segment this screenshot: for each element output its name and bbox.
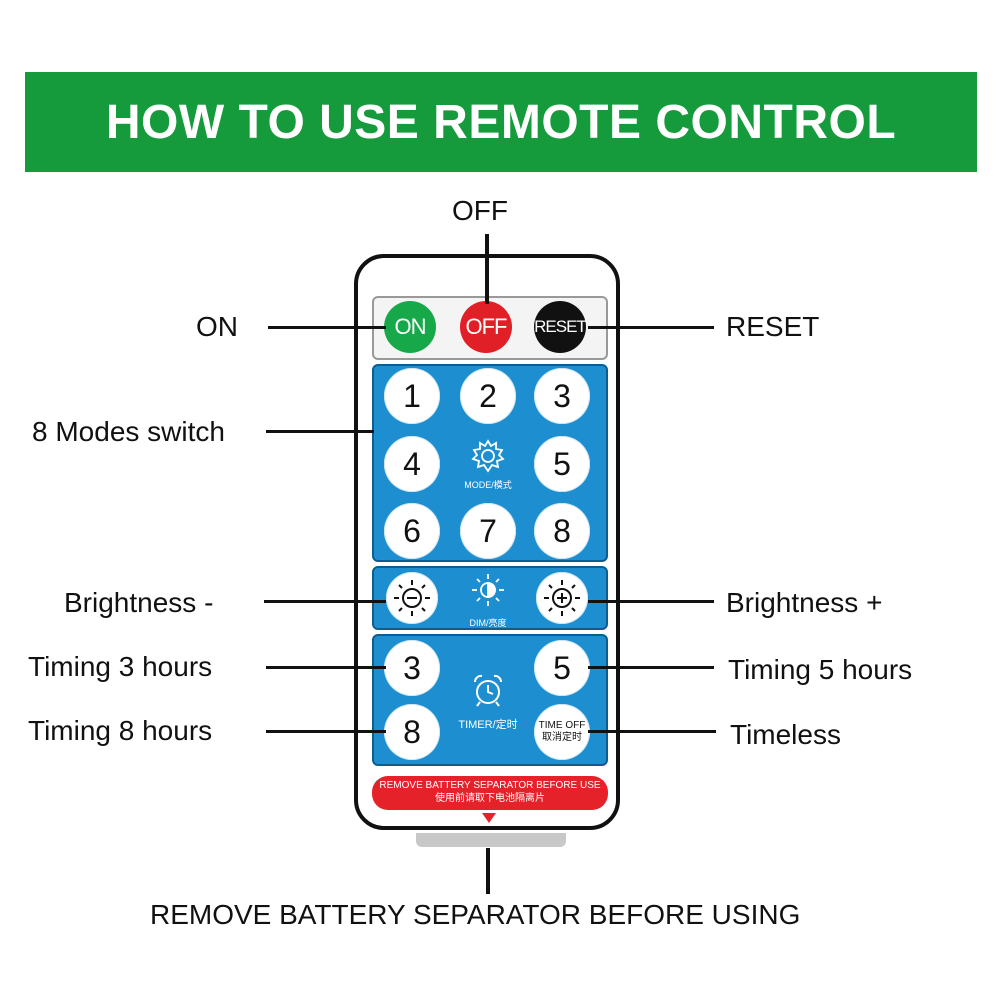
sun-minus-icon [394,580,430,616]
mode-caption: MODE/模式 [464,480,512,490]
label-timing8: Timing 8 hours [28,715,213,746]
reset-callout-line [588,326,714,329]
brightness-plus-callout-line [588,600,714,603]
label-on: ON [196,311,238,342]
sun-plus-icon [544,580,580,616]
brightness-plus-button[interactable] [536,572,588,624]
battery-warning-strip: REMOVE BATTERY SEPARATOR BEFORE USE 使用前请… [372,776,608,810]
mode-5-button[interactable]: 5 [534,436,590,492]
label-brightness-plus: Brightness + [726,587,883,618]
mode-3-button[interactable]: 3 [534,368,590,424]
timer-caption: TIMER/定时 [458,719,518,731]
modes-callout-line [266,430,374,433]
off-callout-line [485,234,489,304]
timing5-callout-line [588,666,714,669]
label-timeless: Timeless [730,719,841,750]
page-title: HOW TO USE REMOTE CONTROL [105,95,897,149]
on-button[interactable]: ON [384,301,436,353]
reset-button[interactable]: RESET [534,301,587,353]
mode-8-button[interactable]: 8 [534,503,590,559]
timer-3-button[interactable]: 3 [384,640,440,696]
battery-separator-tab [416,833,566,847]
gear-icon [471,439,505,473]
on-callout-line [268,326,386,329]
battery-warning-en: REMOVE BATTERY SEPARATOR BEFORE USE [379,780,601,791]
label-brightness-minus: Brightness - [64,587,214,618]
time-off-button[interactable]: TIME OFF 取消定时 [534,704,590,760]
label-timing5: Timing 5 hours [728,654,913,685]
mode-2-button[interactable]: 2 [460,368,516,424]
label-modes: 8 Modes switch [32,416,225,447]
brightness-minus-button[interactable] [386,572,438,624]
alarm-clock-icon [473,674,503,707]
mode-7-button[interactable]: 7 [460,503,516,559]
arrow-down-icon [482,813,496,823]
brightness-minus-callout-line [264,600,386,603]
separator-callout-line [486,848,490,894]
label-reset: RESET [726,311,820,342]
timer-8-button[interactable]: 8 [384,704,440,760]
timing3-callout-line [266,666,386,669]
dim-caption: DIM/亮度 [469,618,507,628]
battery-warning-cn: 使用前请取下电池隔离片 [435,793,545,804]
off-button[interactable]: OFF [460,301,512,353]
timer-5-button[interactable]: 5 [534,640,590,696]
title-banner: HOW TO USE REMOTE CONTROL [25,72,977,172]
timing8-callout-line [266,730,386,733]
time-off-label: TIME OFF [538,720,586,731]
mode-6-button[interactable]: 6 [384,503,440,559]
timeless-callout-line [588,730,716,733]
label-off: OFF [452,195,508,226]
mode-1-button[interactable]: 1 [384,368,440,424]
mode-4-button[interactable]: 4 [384,436,440,492]
time-off-label-cn: 取消定时 [542,732,582,743]
label-separator: REMOVE BATTERY SEPARATOR BEFORE USING [150,899,801,930]
dim-icon [472,574,504,606]
label-timing3: Timing 3 hours [28,651,213,682]
